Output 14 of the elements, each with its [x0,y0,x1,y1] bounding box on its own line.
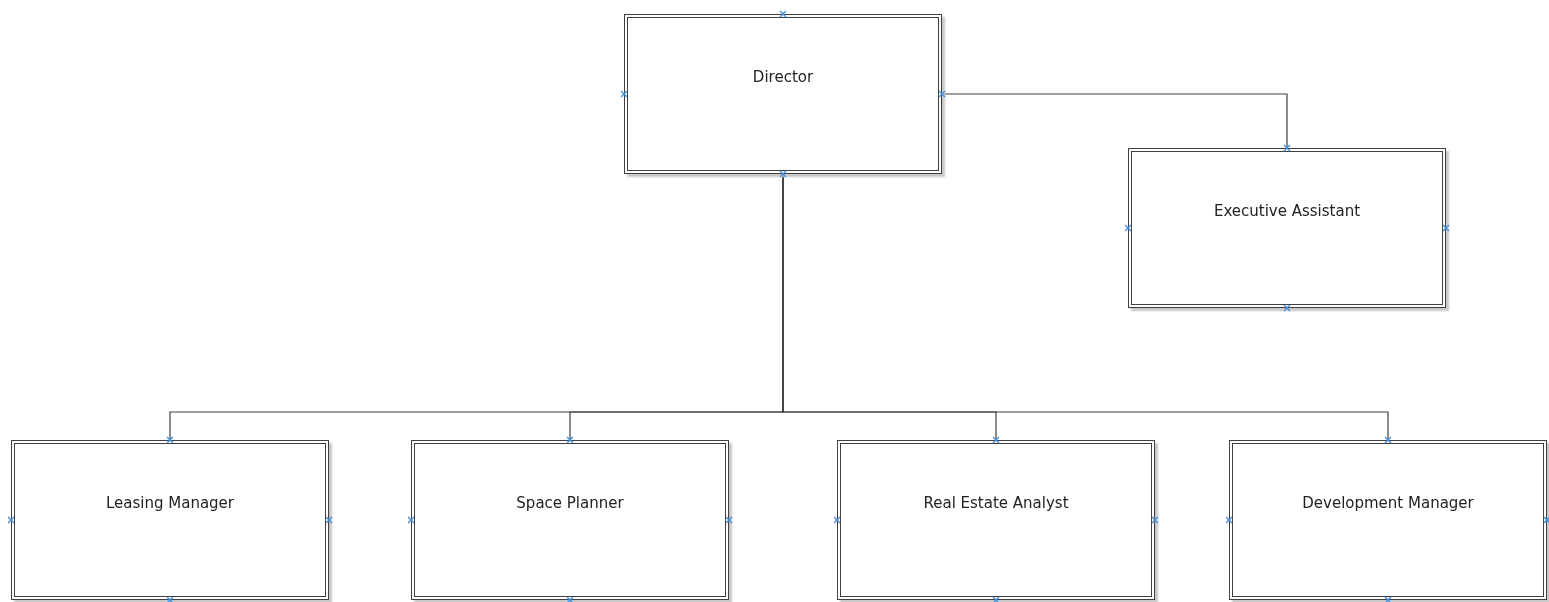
role-box [837,440,1155,600]
connector-line [782,173,1389,441]
role-title: Development Manager [1302,494,1474,512]
role-title: Leasing Manager [105,494,234,512]
role-box [11,440,329,600]
role-title: Director [752,68,814,86]
role-box [411,440,729,600]
role-title: Executive Assistant [1213,202,1361,220]
role-title: Real Estate Analyst [923,494,1069,512]
role-box [1229,440,1547,600]
role-title: Space Planner [516,494,624,512]
role-box [1128,148,1446,308]
connector-line [941,93,1288,149]
role-box [624,14,942,174]
